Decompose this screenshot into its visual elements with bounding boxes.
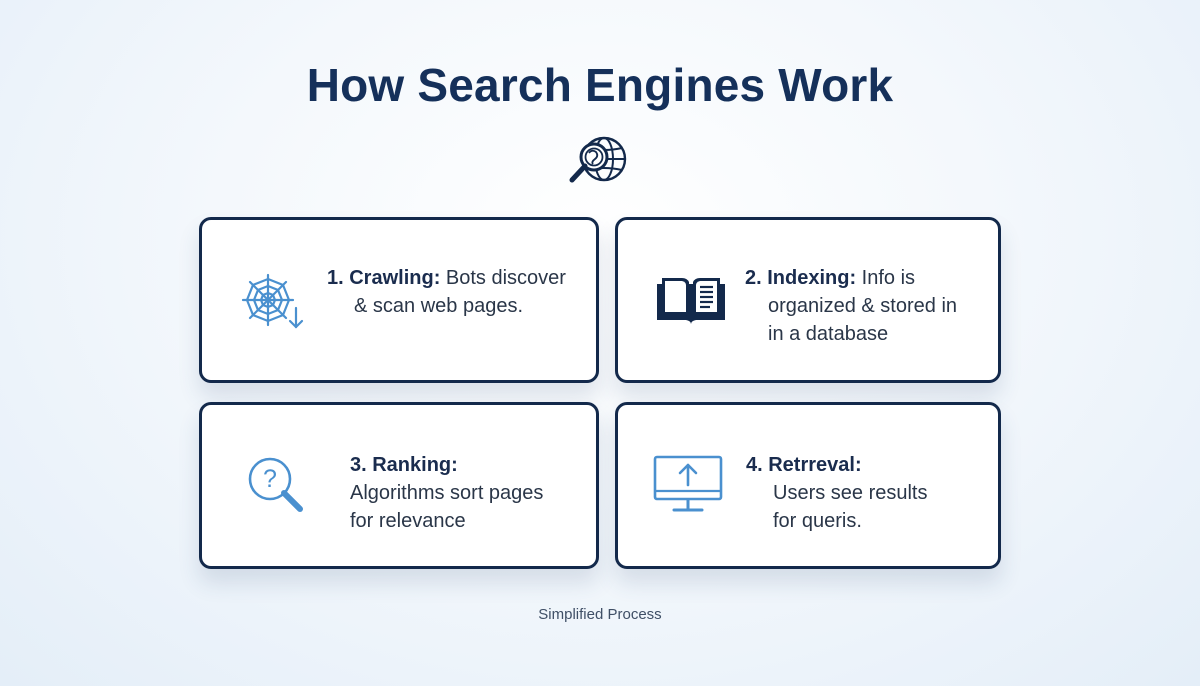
step-desc: organized & stored in: [768, 295, 958, 317]
step-desc: Bots discover: [440, 267, 566, 289]
step-card-ranking: ? 3. Ranking: Algorithms sort pages for …: [199, 402, 599, 569]
step-lead: 1. Crawling:: [327, 267, 441, 289]
step-card-retrieval: 4. Retrreval: Users see results for quer…: [615, 402, 1001, 569]
step-desc: for relevance: [350, 510, 466, 532]
monitor-upload-icon: [653, 455, 723, 512]
step-lead: 2. Indexing:: [745, 267, 857, 289]
question-magnifier-icon: ?: [248, 457, 303, 512]
step-text: 1. Crawling: Bots discover & scan web pa…: [327, 264, 566, 320]
step-card-indexing: 2. Indexing: Info is organized & stored …: [615, 217, 1001, 383]
footer-caption: Simplified Process: [538, 606, 662, 623]
step-card-crawling: 1. Crawling: Bots discover & scan web pa…: [199, 217, 599, 383]
step-text: 2. Indexing: Info is organized & stored …: [745, 264, 957, 348]
step-desc: in a database: [768, 323, 889, 345]
spider-web-icon: [241, 273, 304, 329]
step-desc: Users see results: [773, 482, 928, 504]
svg-text:?: ?: [263, 465, 277, 493]
page-title: How Search Engines Work: [306, 59, 894, 111]
step-lead: 3. Ranking:: [350, 454, 458, 476]
step-desc: Algorithms sort pages: [350, 482, 544, 504]
step-text: 3. Ranking: Algorithms sort pages for re…: [350, 451, 543, 535]
step-desc: Info is: [856, 267, 916, 289]
open-book-icon: [657, 278, 725, 324]
globe-search-icon: [569, 136, 627, 183]
step-desc: for queris.: [773, 510, 862, 532]
step-text: 4. Retrreval: Users see results for quer…: [746, 451, 928, 535]
step-desc: & scan web pages.: [354, 295, 523, 317]
step-lead: 4. Retrreval:: [746, 454, 862, 476]
